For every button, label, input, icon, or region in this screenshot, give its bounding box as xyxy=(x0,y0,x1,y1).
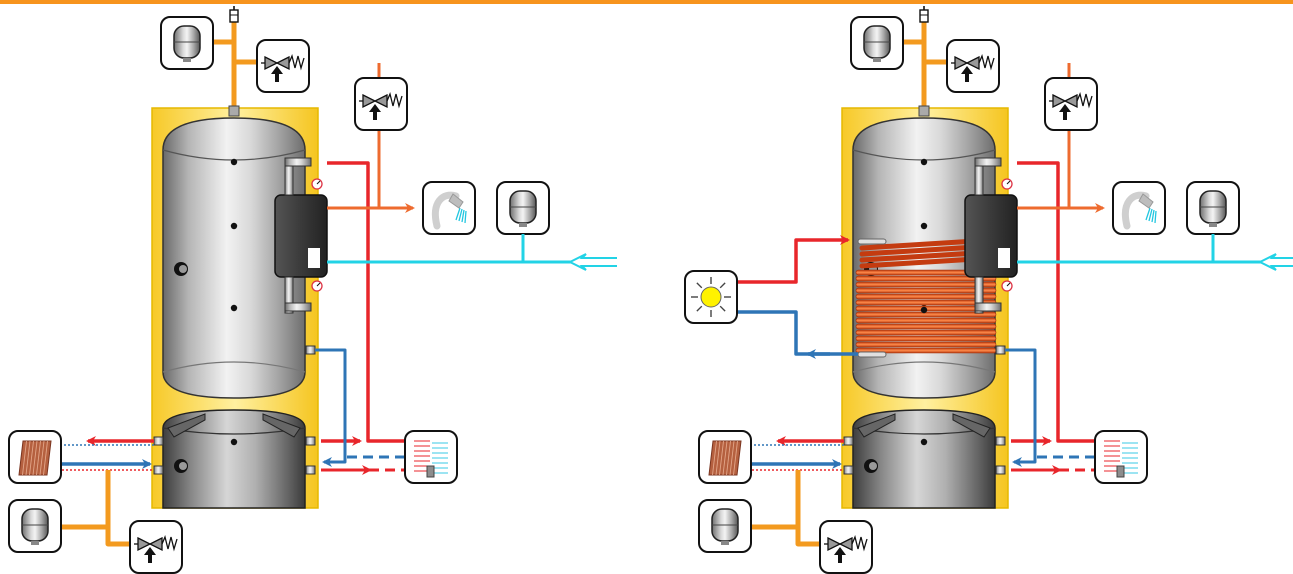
top-nozzle xyxy=(918,105,930,117)
expansion-vessel-icon xyxy=(1186,181,1240,235)
air-vent-icon xyxy=(229,6,239,23)
sensor-port xyxy=(230,304,238,312)
sensor-port xyxy=(920,158,928,166)
pressure-gauge-icon xyxy=(311,280,323,292)
solar-coil xyxy=(855,237,997,358)
expansion-vessel-icon xyxy=(160,16,214,70)
pipe-port xyxy=(153,436,164,446)
lower-buffer-tank xyxy=(162,409,306,509)
heating-flow-pipe xyxy=(1017,161,1095,443)
sensor-port xyxy=(230,158,238,166)
pressure-gauge-icon xyxy=(1001,178,1013,190)
pipe-port xyxy=(305,345,316,355)
mains-inlet-arrow xyxy=(567,253,617,271)
top-accent-bar xyxy=(0,0,1293,4)
expansion-vessel-icon xyxy=(8,499,62,553)
pipe-port xyxy=(305,436,316,446)
top-nozzle xyxy=(228,105,240,117)
safety-valve-icon xyxy=(354,77,408,131)
solar-panel-icon xyxy=(698,430,752,484)
underfloor-heating-icon xyxy=(1094,430,1148,484)
sensor-port xyxy=(920,438,928,446)
heating-flow-pipe xyxy=(327,161,405,443)
expansion-pipe xyxy=(752,524,820,547)
safety-valve-icon xyxy=(1044,77,1098,131)
pipe-port xyxy=(995,436,1006,446)
stratification-baffle xyxy=(167,413,206,438)
safety-valve-icon xyxy=(946,39,1000,93)
safety-valve-icon xyxy=(256,39,310,93)
expansion-vessel-icon xyxy=(496,181,550,235)
heating-return-pipe xyxy=(1005,348,1037,467)
sun-icon xyxy=(684,270,738,324)
mains-inlet-arrow xyxy=(1257,253,1293,271)
air-vent-icon xyxy=(919,6,929,23)
sensor-port xyxy=(230,438,238,446)
sensor-port xyxy=(920,306,928,314)
stratification-baffle xyxy=(857,413,896,438)
pipe-port xyxy=(843,436,854,446)
solar-return-pipe xyxy=(736,310,858,356)
expansion-pipe xyxy=(62,524,130,547)
solar-panel-icon xyxy=(8,430,62,484)
pressure-gauge-icon xyxy=(1001,280,1013,292)
pipe-port xyxy=(995,465,1006,475)
sensor-port xyxy=(920,222,928,230)
shower-icon xyxy=(1112,181,1166,235)
sensor-port xyxy=(230,222,238,230)
stratification-baffle xyxy=(952,413,991,438)
safety-valve-icon xyxy=(129,520,183,574)
shower-icon xyxy=(422,181,476,235)
safety-valve-icon xyxy=(819,520,873,574)
expansion-vessel-icon xyxy=(850,16,904,70)
pipe-port xyxy=(153,465,164,475)
expansion-vessel-icon xyxy=(698,499,752,553)
lower-buffer-tank xyxy=(852,409,996,509)
pressure-gauge-icon xyxy=(311,178,323,190)
stratification-baffle xyxy=(262,413,301,438)
system-a xyxy=(8,6,617,574)
underfloor-heating-icon xyxy=(404,430,458,484)
solar-flow-pipe xyxy=(736,235,850,284)
pipe-port xyxy=(995,345,1006,355)
pipe-port xyxy=(305,465,316,475)
system-b xyxy=(684,6,1293,574)
heating-return-pipe xyxy=(315,348,347,467)
pipe-port xyxy=(843,465,854,475)
